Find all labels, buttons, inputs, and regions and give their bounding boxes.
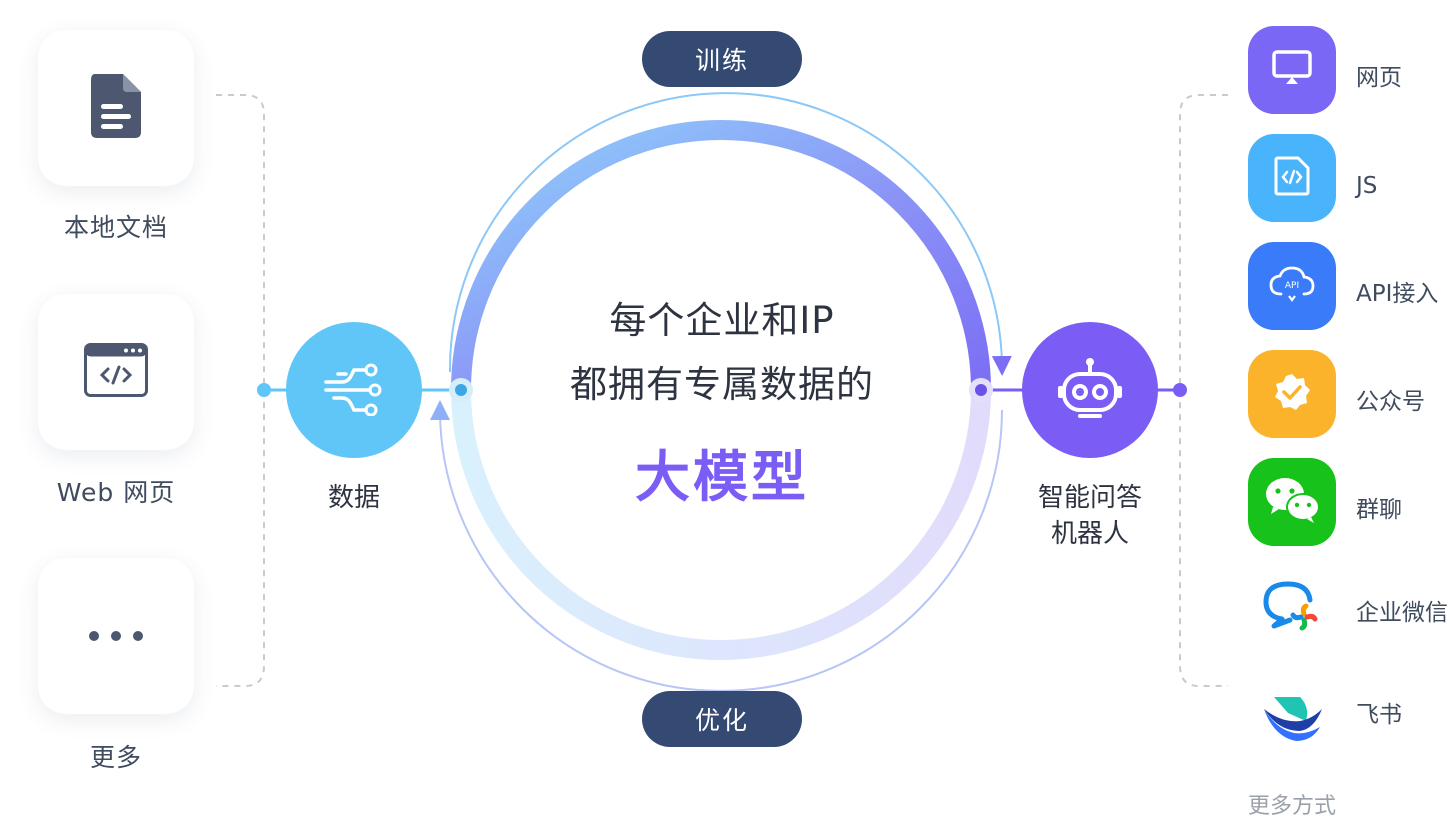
channel-wecom[interactable] <box>1248 566 1336 654</box>
left-bracket <box>216 94 265 687</box>
wechat-icon <box>1263 475 1321 529</box>
channel-label-official-account: 公众号 <box>1356 389 1425 415</box>
data-network-icon <box>324 360 384 420</box>
bot-node-label-line2: 机器人 <box>1050 519 1129 549</box>
ring-top <box>451 120 991 391</box>
browser-code-icon <box>84 343 148 401</box>
document-icon <box>91 74 141 142</box>
source-label-web: Web 网页 <box>56 478 176 507</box>
channel-label-js: JS <box>1356 173 1378 199</box>
channel-label-wecom: 企业微信 <box>1356 600 1448 626</box>
source-card-local-docs[interactable] <box>38 30 194 186</box>
bot-node-label-line1: 智能问答 <box>1037 483 1142 513</box>
bot-node-label: 智能问答 机器人 <box>1020 480 1160 552</box>
feishu-icon <box>1260 691 1324 749</box>
center-line-1: 每个企业和IP <box>609 299 835 342</box>
code-file-icon <box>1274 156 1310 200</box>
monitor-icon <box>1272 50 1312 90</box>
svg-text:API: API <box>1285 281 1299 291</box>
bot-node[interactable] <box>1022 322 1158 458</box>
wecom-icon <box>1260 580 1324 640</box>
channel-group-chat[interactable] <box>1248 458 1336 546</box>
channel-web[interactable] <box>1248 26 1336 114</box>
ring-bottom <box>451 389 991 660</box>
channel-js[interactable] <box>1248 134 1336 222</box>
channel-official-account[interactable] <box>1248 350 1336 438</box>
source-label-local-docs: 本地文档 <box>63 213 168 242</box>
data-node-label: 数据 <box>327 483 380 513</box>
badge-check-icon <box>1272 372 1312 416</box>
more-dots-icon <box>88 627 144 646</box>
channel-api[interactable]: API <box>1248 242 1336 330</box>
center-highlight: 大模型 <box>634 445 809 509</box>
source-card-web[interactable] <box>38 294 194 450</box>
source-card-more[interactable] <box>38 558 194 714</box>
channel-feishu[interactable] <box>1248 676 1336 764</box>
more-ways-label: 更多方式 <box>1248 794 1337 819</box>
train-pill: 训练 <box>642 31 802 87</box>
optimize-pill: 优化 <box>642 691 802 747</box>
channel-label-web: 网页 <box>1356 65 1402 91</box>
robot-icon <box>1058 356 1122 424</box>
channel-label-group-chat: 群聊 <box>1356 497 1402 523</box>
center-line-2: 都拥有专属数据的 <box>570 363 874 406</box>
source-label-more: 更多 <box>89 743 142 772</box>
data-node[interactable] <box>286 322 422 458</box>
channel-label-api: API接入 <box>1356 281 1439 307</box>
cloud-api-icon: API <box>1269 266 1315 306</box>
right-bracket <box>1179 94 1228 687</box>
channel-label-feishu: 飞书 <box>1356 702 1402 728</box>
